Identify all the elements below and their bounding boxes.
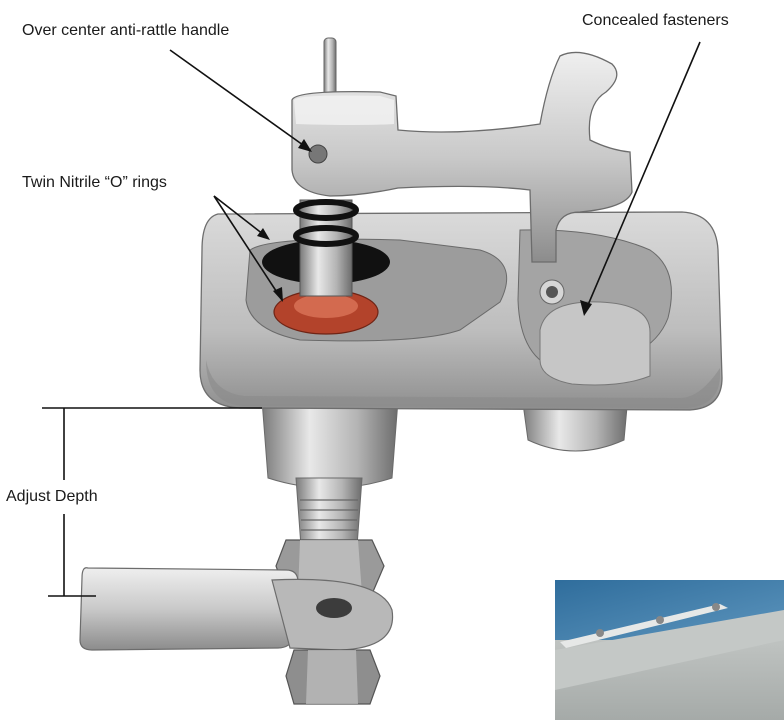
inset-photo [555, 580, 784, 720]
seal-stack [262, 199, 390, 335]
arrow-fasteners [580, 300, 592, 316]
catch-plate [79, 567, 394, 651]
leader-ring-lower [213, 195, 283, 301]
leader-handle [169, 49, 311, 151]
callout-fasteners: Concealed fasteners [582, 12, 729, 29]
o-ring-lower [293, 225, 359, 247]
catch-hole [316, 598, 352, 618]
arrow-ring-lower [273, 287, 283, 302]
callout-o-rings: Twin Nitrile “O” rings [22, 174, 167, 191]
o-ring-upper [293, 199, 359, 221]
anti-rattle-handle [291, 37, 633, 263]
inset-fitting [656, 616, 664, 624]
fastener-tab [539, 301, 651, 386]
leader-ring-upper [213, 195, 269, 239]
handle-pin [323, 37, 337, 99]
callout-handle: Over center anti-rattle handle [22, 22, 230, 39]
leader-lines [42, 41, 701, 597]
inset-deck-rail [555, 610, 784, 690]
arrow-ring-upper [257, 228, 270, 240]
handle-pivot [308, 144, 328, 164]
inset-fitting [596, 629, 604, 637]
inset-rail-top [560, 604, 728, 648]
leader-fasteners [584, 41, 701, 313]
lower-housing [261, 399, 399, 561]
arrowheads [257, 139, 592, 316]
arrow-handle [298, 139, 312, 152]
callout-adjust-depth: Adjust Depth [6, 488, 98, 505]
lower-hex-nut [285, 649, 381, 705]
inset-fitting [712, 603, 720, 611]
